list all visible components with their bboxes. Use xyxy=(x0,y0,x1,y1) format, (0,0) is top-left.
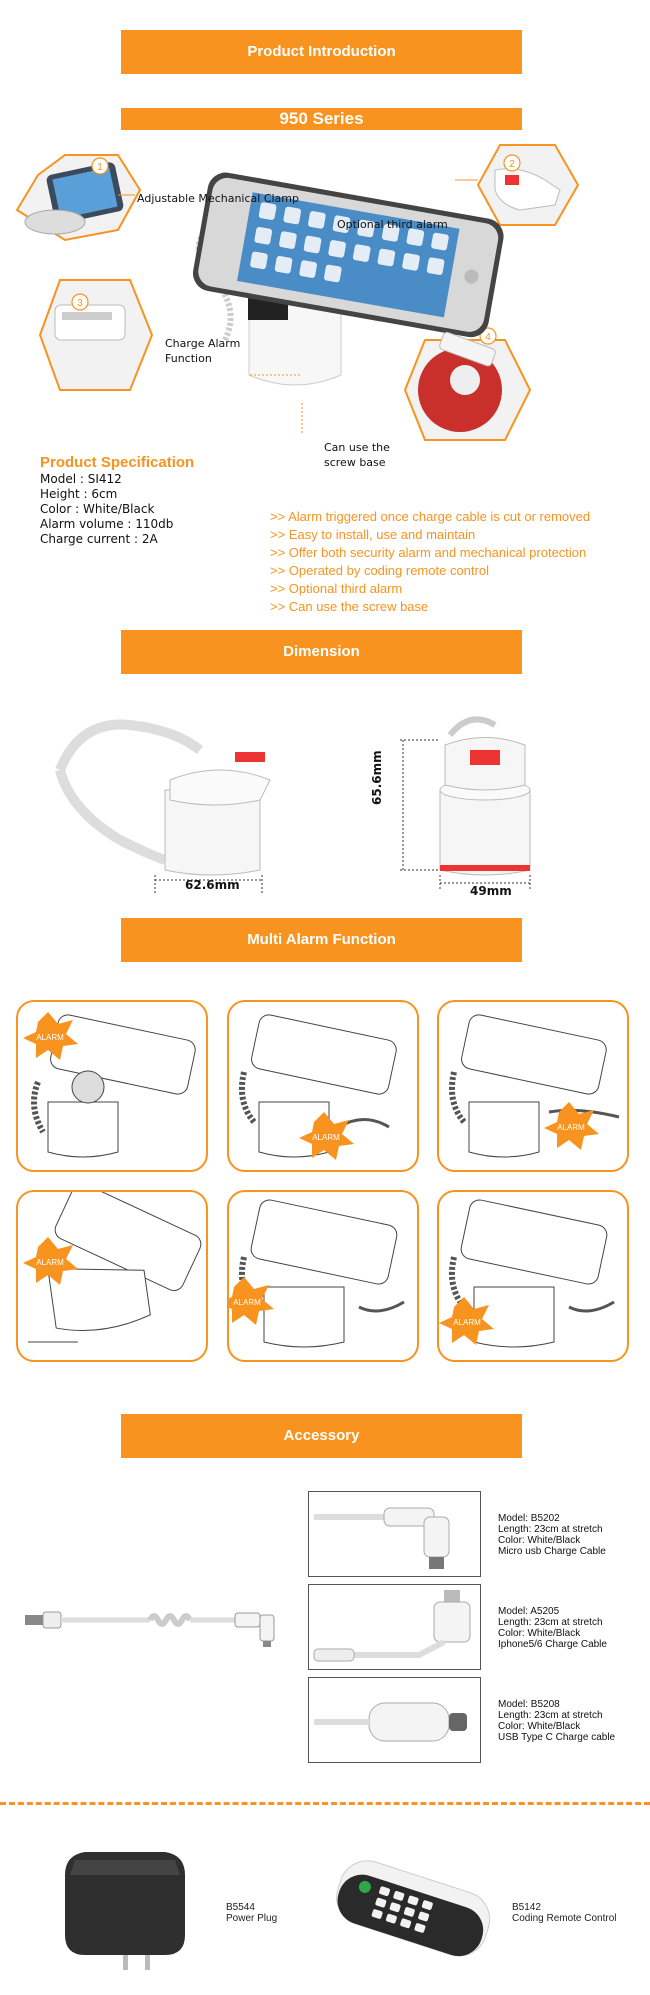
callout-1-number: 1 xyxy=(97,162,103,173)
feature-item: >> Operated by coding remote control xyxy=(270,563,489,578)
alarm-illustration: ALARM xyxy=(439,1199,615,1348)
alarm-illustration: ALARM xyxy=(229,1199,405,1348)
accessory-info-b5208: Model: B5208 Length: 23cm at stretch Col… xyxy=(498,1699,615,1743)
accessory-line: Color: White/Black xyxy=(498,1721,581,1732)
accessory-line: Length: 23cm at stretch xyxy=(498,1524,603,1535)
alarm-badge: ALARM xyxy=(233,1298,261,1307)
callout-3-number: 3 xyxy=(77,298,83,309)
cable-illustration xyxy=(25,1611,275,1647)
power-plug-info: B5544 Power Plug xyxy=(226,1902,277,1924)
remote-control-name: Coding Remote Control xyxy=(512,1913,617,1924)
callout-3-image xyxy=(38,279,154,391)
alarm-card-3: ALARM xyxy=(437,1000,629,1172)
callout-1-image xyxy=(15,154,142,242)
power-plug-image xyxy=(65,1852,185,1970)
callout-4-image xyxy=(403,339,532,441)
product-main-image xyxy=(192,172,504,386)
alarm-card-5: ALARM xyxy=(227,1190,419,1362)
power-plug-model: B5544 xyxy=(226,1902,255,1913)
alarm-badge: ALARM xyxy=(453,1318,481,1327)
spec-line: Color : White/Black xyxy=(40,502,155,516)
callout-2-image xyxy=(476,144,580,226)
feature-item: >> Can use the screw base xyxy=(270,599,429,614)
spec-line: Alarm volume : 110db xyxy=(40,517,174,531)
hero-illustration: 1 2 3 4 xyxy=(15,144,580,441)
accessory-line: Color: White/Black xyxy=(498,1535,581,1546)
dimension-depth-label: 49mm xyxy=(470,884,512,898)
callout-1-label: Adjustable Mechanical Clamp xyxy=(137,192,299,205)
alarm-illustration: ALARM xyxy=(449,1014,620,1158)
accessory-image-b5202 xyxy=(308,1491,481,1577)
alarm-card-6: ALARM xyxy=(437,1190,629,1362)
remote-control-image xyxy=(336,1860,491,1957)
spec-line: Height : 6cm xyxy=(40,487,118,501)
accessory-line: USB Type C Charge cable xyxy=(498,1732,616,1743)
alarm-badge: ALARM xyxy=(557,1123,585,1132)
alarm-card-1: ALARM xyxy=(16,1000,208,1172)
accessory-line: Length: 23cm at stretch xyxy=(498,1617,603,1628)
dimension-illustration xyxy=(55,716,531,895)
dimension-banner: Dimension xyxy=(121,630,522,674)
dimension-height-label: 65.6mm xyxy=(370,750,384,805)
spec-title: Product Specification xyxy=(40,454,195,471)
dimension-width-label: 62.6mm xyxy=(185,878,240,892)
callout-4-label: Can use the screw base xyxy=(324,441,390,469)
callout-2-label: Optional third alarm xyxy=(337,218,448,231)
accessory-image-b5208 xyxy=(308,1677,481,1763)
dimension-front-view xyxy=(439,716,531,876)
alarm-badge: ALARM xyxy=(36,1033,64,1042)
product-introduction-banner: Product Introduction xyxy=(121,30,522,74)
accessory-line: Micro usb Charge Cable xyxy=(498,1546,606,1557)
accessory-line: Model: A5205 xyxy=(498,1606,560,1617)
feature-item: >> Offer both security alarm and mechani… xyxy=(270,545,587,560)
accessory-image-a5205 xyxy=(308,1584,481,1670)
accessory-info-a5205: Model: A5205 Length: 23cm at stretch Col… xyxy=(498,1606,607,1650)
product-specification: Product Specification Model : SI412 Heig… xyxy=(40,454,194,547)
accessory-line: Color: White/Black xyxy=(498,1628,581,1639)
alarm-illustration: ALARM xyxy=(23,1012,196,1158)
multi-alarm-banner: Multi Alarm Function xyxy=(121,918,522,962)
alarm-card-4: ALARM xyxy=(16,1190,208,1362)
remote-control-model: B5142 xyxy=(512,1902,541,1913)
accessory-line: Length: 23cm at stretch xyxy=(498,1710,603,1721)
accessory-line: Model: B5202 xyxy=(498,1513,560,1524)
alarm-illustration: ALARM xyxy=(23,1192,202,1343)
accessory-banner: Accessory xyxy=(121,1414,522,1458)
remote-control-info: B5142 Coding Remote Control xyxy=(512,1902,617,1924)
feature-item: >> Optional third alarm xyxy=(270,581,403,596)
alarm-illustration: ALARM xyxy=(239,1014,397,1160)
section-divider xyxy=(0,1802,650,1805)
callout-2-number: 2 xyxy=(509,159,515,170)
feature-list: >> Alarm triggered once charge cable is … xyxy=(270,508,590,616)
dimension-side-view xyxy=(55,719,271,876)
alarm-badge: ALARM xyxy=(36,1258,64,1267)
accessory-info-b5202: Model: B5202 Length: 23cm at stretch Col… xyxy=(498,1513,606,1557)
feature-item: >> Easy to install, use and maintain xyxy=(270,527,476,542)
spec-line: Model : SI412 xyxy=(40,472,122,486)
callout-4-number: 4 xyxy=(485,332,491,343)
power-plug-name: Power Plug xyxy=(226,1913,278,1924)
feature-item: >> Alarm triggered once charge cable is … xyxy=(270,509,591,524)
alarm-badge: ALARM xyxy=(312,1133,340,1142)
accessory-line: Iphone5/6 Charge Cable xyxy=(498,1639,607,1650)
spec-line: Charge current : 2A xyxy=(40,532,158,546)
callout-3-label: Charge Alarm Function xyxy=(165,337,241,365)
alarm-card-2: ALARM xyxy=(227,1000,419,1172)
accessory-line: Model: B5208 xyxy=(498,1699,560,1710)
series-banner: 950 Series xyxy=(121,108,522,130)
